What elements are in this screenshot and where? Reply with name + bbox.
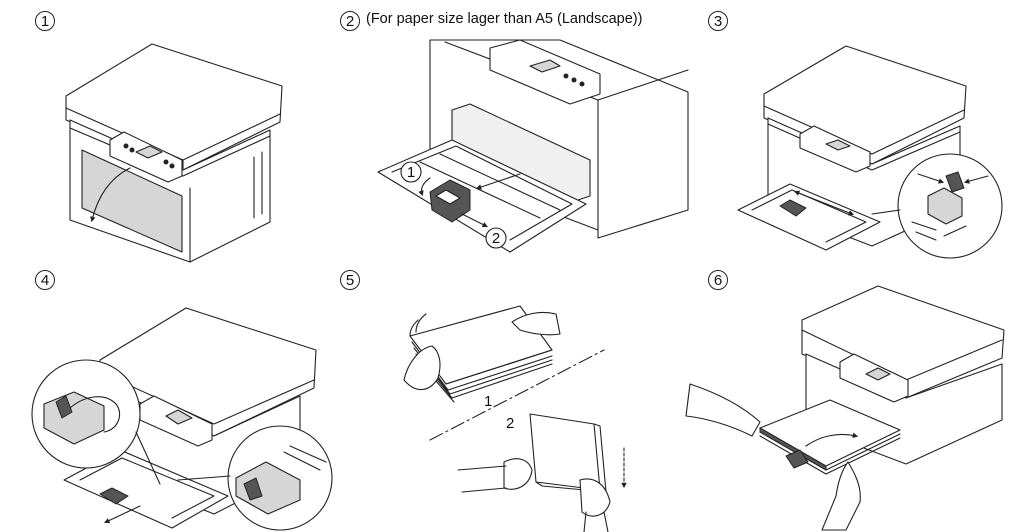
step-2-caption: (For paper size lager than A5 (Landscape… [366,11,643,27]
step4-slide-guide-illustration [31,307,333,531]
step5-fan-paper-illustration: 1 2 [403,305,627,532]
step-6-number: 6 [708,270,728,290]
step3-guides-illustration [737,45,1003,259]
step1-printer-illustration [65,43,283,263]
step2-callout-2: 2 [492,230,500,247]
step-3-number: 3 [708,11,728,31]
step2-tray-illustration: 1 2 [377,39,689,253]
step-4-number: 4 [35,270,55,290]
step5-sub-label-2: 2 [506,415,514,432]
step-2-number: 2 [340,11,360,31]
step-1-number: 1 [35,11,55,31]
step-5-number: 5 [340,270,360,290]
step6-insert-paper-illustration [685,285,1005,531]
step2-callout-1: 1 [407,164,415,181]
step5-sub-label-1: 1 [484,393,492,410]
